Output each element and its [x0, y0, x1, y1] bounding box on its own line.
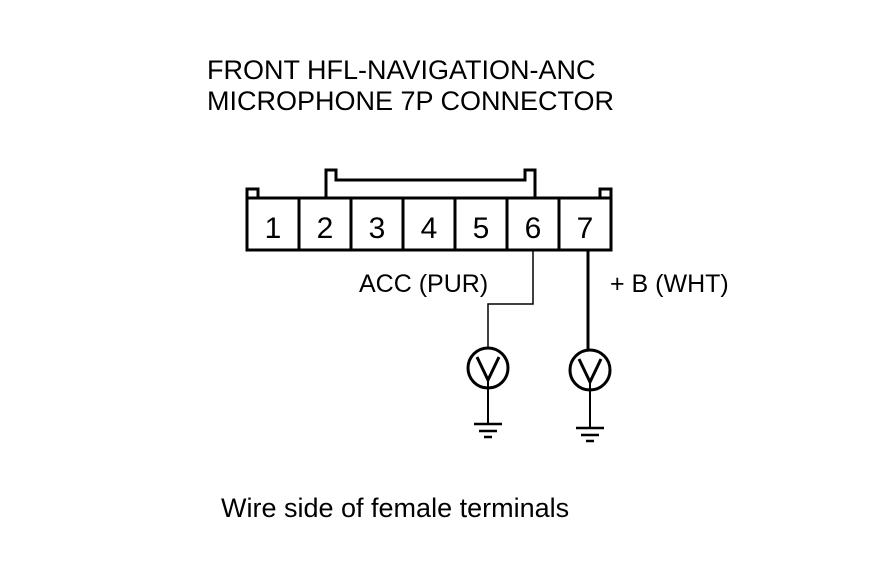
- acc-wire-label: ACC (PUR): [359, 270, 488, 298]
- terminal-6-label: 6: [525, 212, 542, 245]
- terminal-7-label: 7: [577, 212, 594, 245]
- connector-left-ear: [245, 187, 260, 198]
- terminal-2-label: 2: [317, 212, 334, 245]
- diagram-title-line-1: FRONT HFL-NAVIGATION-ANC: [207, 55, 596, 85]
- voltmeter-icon: [466, 346, 510, 390]
- connector-right-ear: [598, 187, 613, 198]
- connector-lock-tab: [324, 168, 537, 198]
- connector-body: [245, 196, 613, 252]
- b-wire-label: + B (WHT): [610, 270, 729, 298]
- terminal-4-label: 4: [421, 212, 438, 245]
- terminal-5-label: 5: [473, 212, 490, 245]
- acc-probe-wire: [487, 250, 534, 348]
- ground-icon: [474, 422, 502, 439]
- voltmeter-icon: [568, 348, 612, 392]
- diagram-title-line-2: MICROPHONE 7P CONNECTOR: [207, 86, 615, 116]
- terminal-3-label: 3: [369, 212, 386, 245]
- connector-housing: [245, 168, 613, 252]
- diagram-caption: Wire side of female terminals: [221, 493, 570, 523]
- ground-icon: [576, 426, 604, 443]
- terminal-1-label: 1: [265, 212, 282, 245]
